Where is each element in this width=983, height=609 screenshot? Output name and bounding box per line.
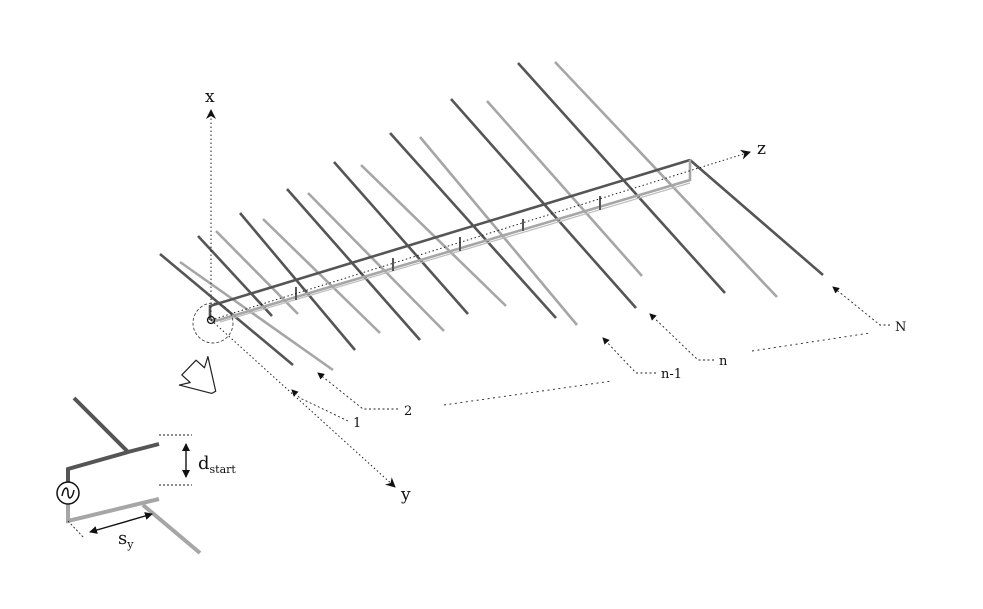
d-start-label: dstart bbox=[198, 453, 236, 476]
element-arms-dark bbox=[159, 62, 824, 366]
z-axis-label: z bbox=[757, 139, 766, 159]
y-axis-label: y bbox=[400, 485, 411, 505]
element-arms-light bbox=[179, 61, 778, 372]
z-axis bbox=[210, 149, 751, 321]
y-axis bbox=[210, 319, 396, 488]
element-label-n-minus-1: n-1 bbox=[661, 367, 682, 382]
element-label-N: N bbox=[895, 320, 906, 335]
coordinate-axes: x y z bbox=[205, 87, 766, 505]
zoom-arrow-icon bbox=[178, 355, 217, 395]
element-callouts bbox=[291, 286, 890, 422]
element-label-2: 2 bbox=[404, 404, 412, 419]
element-label-1: 1 bbox=[353, 416, 361, 431]
feed-point bbox=[192, 302, 234, 344]
x-axis-label: x bbox=[205, 87, 215, 107]
s-y-label: sy bbox=[118, 528, 134, 551]
element-label-n: n bbox=[719, 354, 728, 369]
feed-detail-inset: dstart sy bbox=[56, 396, 236, 555]
